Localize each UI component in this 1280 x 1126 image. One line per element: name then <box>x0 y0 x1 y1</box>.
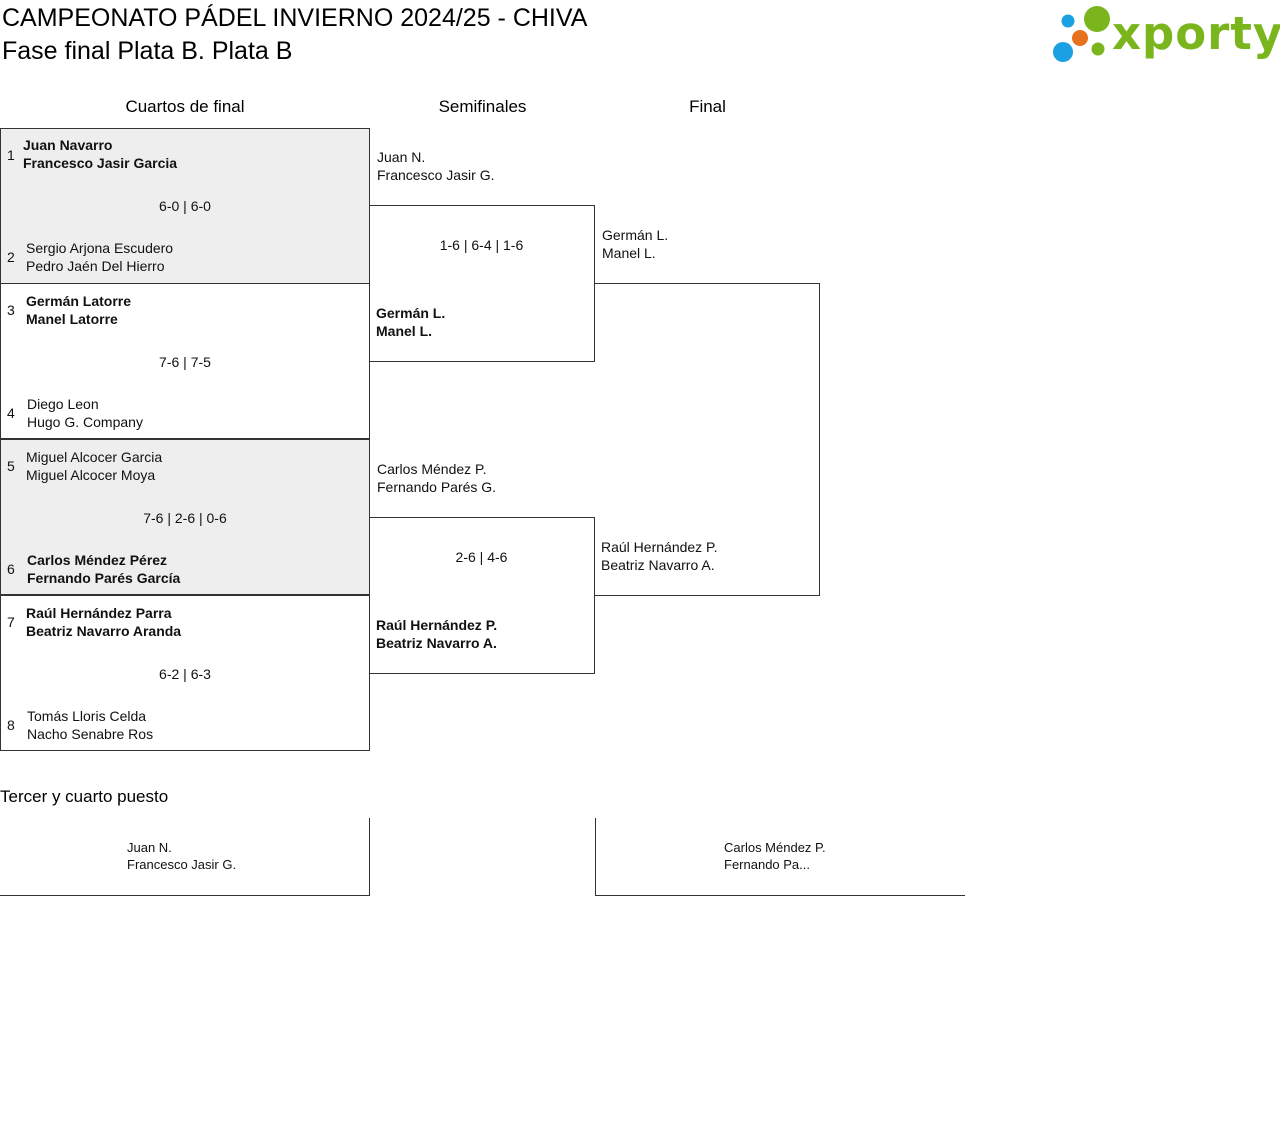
team-entry-winner[interactable]: Germán Latorre Manel Latorre <box>26 292 131 328</box>
player-name: Carlos Méndez Pérez <box>27 552 168 568</box>
team-entry-winner[interactable]: Raúl Hernández Parra Beatriz Navarro Ara… <box>26 604 181 640</box>
player-name: Francesco Jasir G. <box>377 167 495 183</box>
player-name: Hugo G. Company <box>27 414 143 430</box>
seed-number: 8 <box>7 717 15 733</box>
round-header-final: Final <box>689 97 726 116</box>
team-entry[interactable]: Tomás Lloris Celda Nacho Senabre Ros <box>27 707 153 743</box>
quarterfinal-match-1[interactable]: 1 Juan Navarro Francesco Jasir Garcia 6-… <box>0 128 370 284</box>
final-team-top[interactable]: Germán L. Manel L. <box>602 226 668 262</box>
team-entry-winner[interactable]: Juan Navarro Francesco Jasir Garcia <box>23 136 177 172</box>
page-title: CAMPEONATO PÁDEL INVIERNO 2024/25 - CHIV… <box>2 4 588 32</box>
team-entry[interactable]: Diego Leon Hugo G. Company <box>27 395 143 431</box>
team-entry[interactable]: Miguel Alcocer Garcia Miguel Alcocer Moy… <box>26 448 162 484</box>
player-name: Manel L. <box>376 323 433 339</box>
logo-dot-green-small <box>1091 42 1105 56</box>
quarterfinal-match-2[interactable]: 3 Germán Latorre Manel Latorre 7-6 | 7-5… <box>0 283 370 439</box>
semifinal-2-team-top[interactable]: Carlos Méndez P. Fernando Parés G. <box>377 460 496 496</box>
semifinal-match-2[interactable]: 2-6 | 4-6 Raúl Hernández P. Beatriz Nava… <box>369 517 595 674</box>
player-name: Germán Latorre <box>26 293 132 309</box>
player-name: Fernando Pa... <box>724 857 810 872</box>
player-name: Raúl Hernández Parra <box>26 605 172 621</box>
player-name: Diego Leon <box>27 396 99 412</box>
seed-number: 6 <box>7 561 15 577</box>
player-name: Carlos Méndez P. <box>724 840 826 855</box>
player-name: Manel Latorre <box>26 311 118 327</box>
player-name: Manel L. <box>602 245 656 261</box>
player-name: Beatriz Navarro A. <box>601 557 715 573</box>
team-entry-winner[interactable]: Carlos Méndez Pérez Fernando Parés Garcí… <box>27 551 180 587</box>
player-name: Sergio Arjona Escudero <box>26 240 174 256</box>
seed-number: 1 <box>7 147 15 163</box>
player-name: Francesco Jasir Garcia <box>23 155 178 171</box>
third-place-slot-left[interactable]: Juan N. Francesco Jasir G. <box>0 818 370 896</box>
page-title-block: CAMPEONATO PÁDEL INVIERNO 2024/25 - CHIV… <box>2 2 587 68</box>
logo-dot-blue-large <box>1053 42 1073 62</box>
page-subtitle: Fase final Plata B. Plata B <box>2 37 293 65</box>
player-name: Raúl Hernández P. <box>376 617 498 633</box>
player-name: Miguel Alcocer Moya <box>26 467 156 483</box>
team-entry[interactable]: Juan N. Francesco Jasir G. <box>127 839 236 873</box>
player-name: Beatriz Navarro A. <box>376 635 497 651</box>
logo-dot-blue-small <box>1061 14 1075 28</box>
player-name: Fernando Parés García <box>27 570 181 586</box>
semifinal-1-team-top[interactable]: Juan N. Francesco Jasir G. <box>377 148 494 184</box>
team-entry-winner[interactable]: Raúl Hernández P. Beatriz Navarro A. <box>376 616 497 652</box>
player-name: Beatriz Navarro Aranda <box>26 623 182 639</box>
seed-number: 5 <box>7 458 15 474</box>
player-name: Pedro Jaén Del Hierro <box>26 258 165 274</box>
team-entry-winner[interactable]: Germán L. Manel L. <box>376 304 445 340</box>
logo-dot-green <box>1084 6 1110 32</box>
match-score: 7-6 | 2-6 | 0-6 <box>143 510 227 526</box>
semifinal-match-1[interactable]: 1-6 | 6-4 | 1-6 Germán L. Manel L. <box>369 205 595 362</box>
player-name: Tomás Lloris Celda <box>27 708 147 724</box>
player-name: Francesco Jasir G. <box>127 857 237 872</box>
final-team-bottom[interactable]: Raúl Hernández P. Beatriz Navarro A. <box>601 538 717 574</box>
seed-number: 2 <box>7 249 15 265</box>
team-entry[interactable]: Carlos Méndez P. Fernando Pa... <box>724 839 826 873</box>
player-name: Germán L. <box>376 305 446 321</box>
round-header-semifinals: Semifinales <box>438 97 527 116</box>
logo-wordmark: xporty <box>1112 7 1280 60</box>
team-entry[interactable]: Sergio Arjona Escudero Pedro Jaén Del Hi… <box>26 239 173 275</box>
logo-dot-orange <box>1072 30 1088 46</box>
match-score: 6-0 | 6-0 <box>159 198 211 214</box>
xporty-logo <box>1053 6 1110 62</box>
player-name: Miguel Alcocer Garcia <box>26 449 163 465</box>
player-name: Juan Navarro <box>23 137 113 153</box>
round-header-quarterfinals: Cuartos de final <box>125 97 245 116</box>
third-place-slot-right[interactable]: Carlos Méndez P. Fernando Pa... <box>595 818 965 896</box>
match-score: 1-6 | 6-4 | 1-6 <box>439 237 524 253</box>
player-name: Raúl Hernández P. <box>601 539 718 555</box>
match-score: 7-6 | 7-5 <box>159 354 211 370</box>
final-match[interactable]: Raúl Hernández P. Beatriz Navarro A. <box>594 283 820 596</box>
player-name: Germán L. <box>602 227 669 243</box>
quarterfinal-match-4[interactable]: 7 Raúl Hernández Parra Beatriz Navarro A… <box>0 595 370 751</box>
player-name: Fernando Parés G. <box>377 479 497 495</box>
player-name: Juan N. <box>377 149 426 165</box>
player-name: Juan N. <box>127 840 172 855</box>
match-score: 6-2 | 6-3 <box>159 666 211 682</box>
seed-number: 4 <box>7 405 15 421</box>
seed-number: 7 <box>7 614 15 630</box>
match-score: 2-6 | 4-6 <box>455 549 508 565</box>
third-place-heading: Tercer y cuarto puesto <box>0 787 169 806</box>
seed-number: 3 <box>7 302 15 318</box>
quarterfinal-match-3[interactable]: 5 Miguel Alcocer Garcia Miguel Alcocer M… <box>0 439 370 595</box>
player-name: Nacho Senabre Ros <box>27 726 154 742</box>
player-name: Carlos Méndez P. <box>377 461 487 477</box>
